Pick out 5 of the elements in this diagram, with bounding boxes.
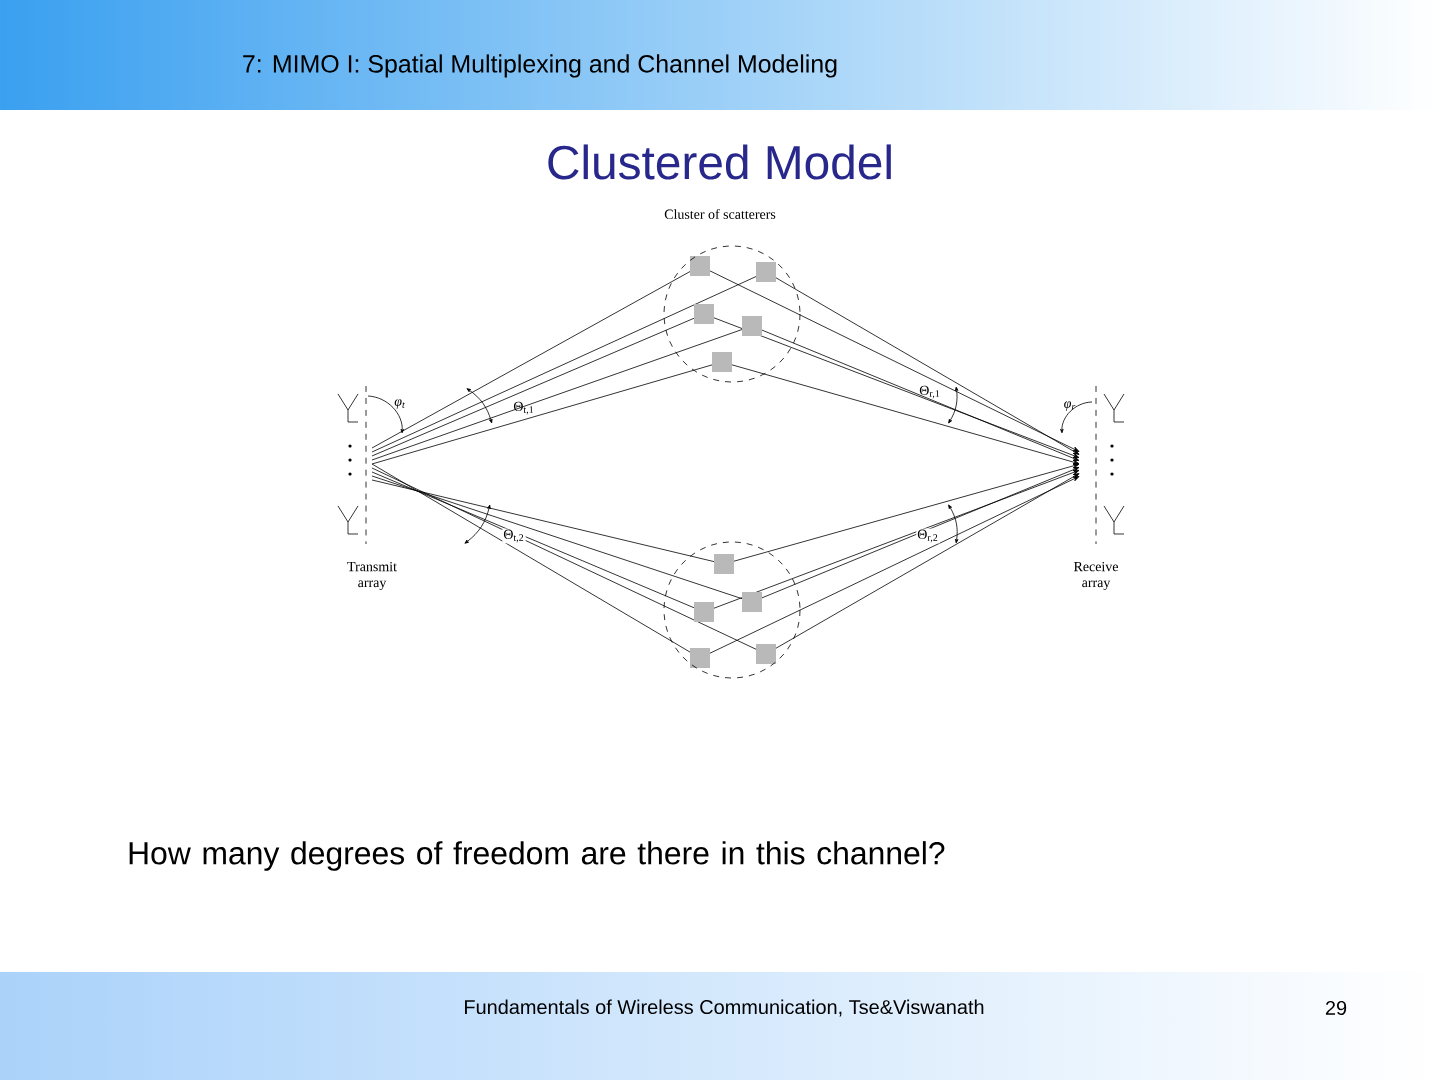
footer-text: Fundamentals of Wireless Communication, Tse&Viswanath	[465, 999, 984, 1017]
slide-title: Clustered Model	[548, 144, 891, 180]
slide-header: 7: MIMO I: Spatial Multiplexing and Channel Modeling	[243, 54, 837, 78]
page-number: 29	[1325, 1000, 1347, 1016]
question-text: How many degrees of freedom are there in this channel?	[129, 841, 945, 871]
